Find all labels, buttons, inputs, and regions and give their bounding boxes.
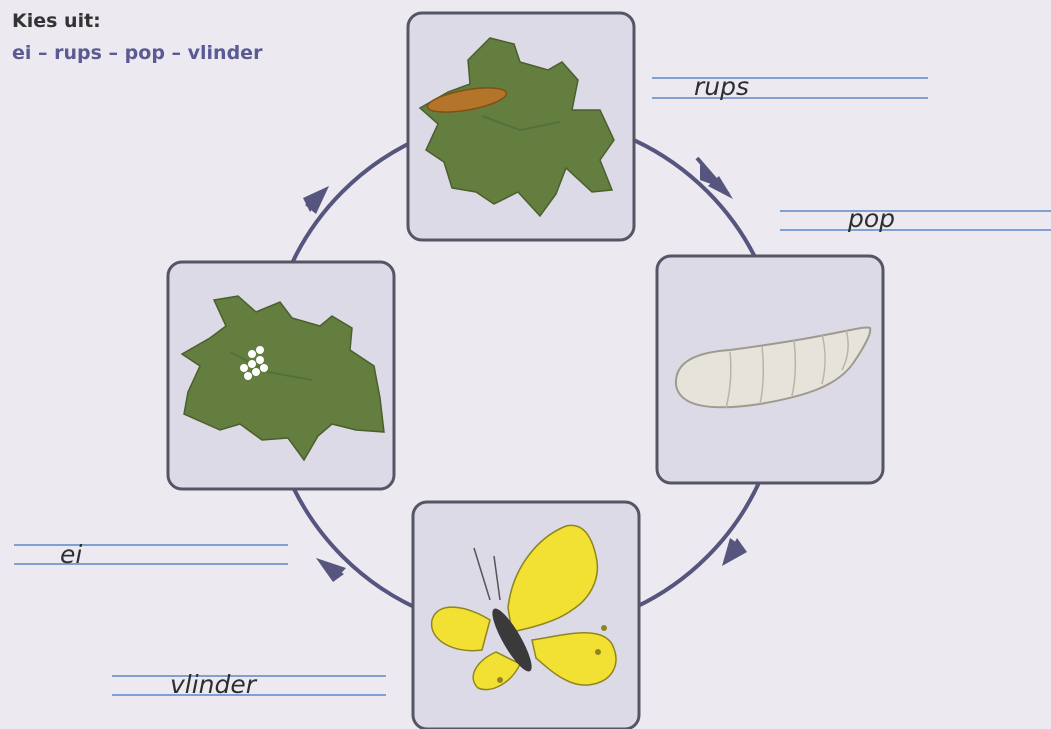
answer-rups: rups [694, 74, 749, 99]
cycle-arrow-vlinder-to-ei [316, 558, 346, 582]
stage-card-rups [408, 13, 634, 240]
cycle-arrow-pop-to-vlinder [722, 538, 747, 566]
answer-ei: ei [60, 542, 82, 567]
answer-pop: pop [848, 206, 895, 231]
stage-card-pop [657, 256, 883, 483]
answer-lines-pop [780, 211, 1051, 230]
answer-vlinder: vlinder [170, 672, 256, 697]
stage-card-ei [168, 262, 394, 489]
stage-card-vlinder [413, 502, 639, 729]
cycle-arrow-rups-to-pop [697, 158, 733, 199]
answer-lines-ei [14, 545, 288, 564]
